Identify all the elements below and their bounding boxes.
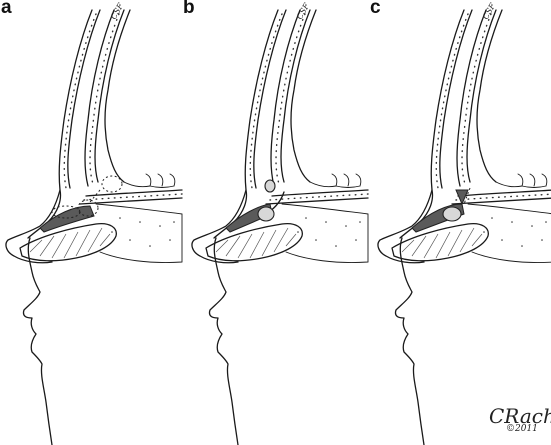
- panel-label-b: b: [183, 0, 195, 18]
- panel-a-drawing: [5, 0, 183, 445]
- panel-b-drawing: [191, 0, 369, 445]
- panel-c-drawing: [377, 0, 551, 445]
- panel-label-a: a: [1, 0, 12, 18]
- artist-signature: CRachm: [489, 404, 551, 428]
- panel-label-c: c: [370, 0, 381, 18]
- signature-year: ©2011: [506, 424, 538, 434]
